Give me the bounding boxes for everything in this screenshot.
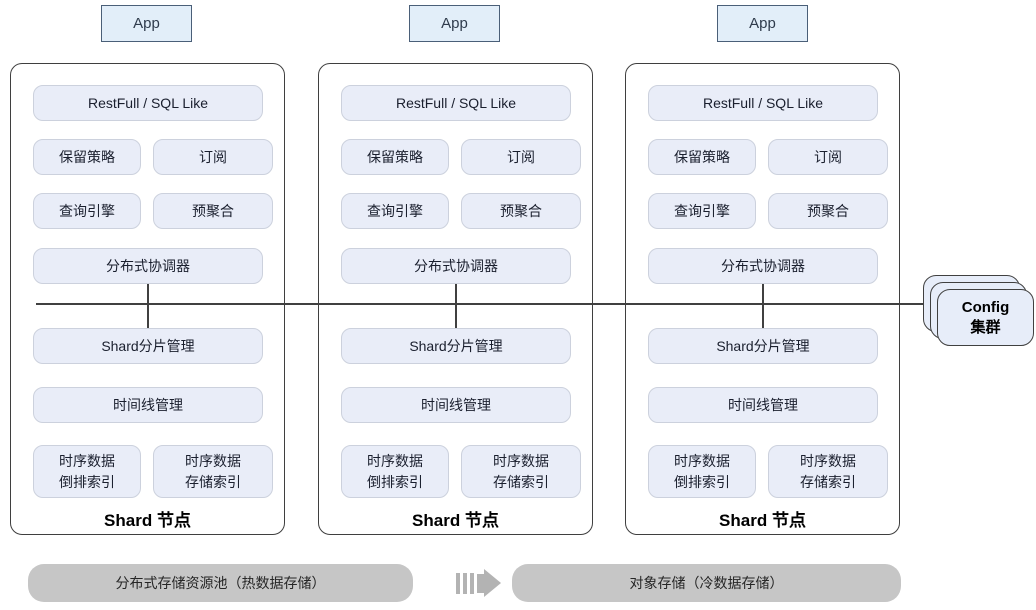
hot-storage-pool-label: 分布式存储资源池（热数据存储） bbox=[115, 575, 326, 591]
module-pre-aggregation: 预聚合 bbox=[768, 193, 888, 229]
module-line: 倒排索引 bbox=[674, 473, 730, 490]
module-line: 倒排索引 bbox=[59, 473, 115, 490]
hot-storage-pool-bar: 分布式存储资源池（热数据存储） bbox=[28, 564, 413, 602]
arrow-stripe bbox=[463, 572, 467, 594]
module-inverted-index: 时序数据 倒排索引 bbox=[648, 445, 756, 498]
module-storage-index: 时序数据 存储索引 bbox=[768, 445, 888, 498]
config-cluster-label-line2: 集群 bbox=[970, 318, 1001, 336]
module-retention-policy: 保留策略 bbox=[33, 139, 141, 175]
app-label: App bbox=[133, 15, 160, 32]
module-line: 存储索引 bbox=[800, 473, 856, 490]
module-shard-management: Shard分片管理 bbox=[341, 328, 571, 364]
module-subscription: 订阅 bbox=[461, 139, 581, 175]
module-line: 时序数据 bbox=[59, 453, 115, 470]
module-shard-management: Shard分片管理 bbox=[648, 328, 878, 364]
arrow-head bbox=[484, 569, 501, 597]
coordinator-connector-line bbox=[761, 284, 764, 328]
coordinator-connector-line bbox=[146, 284, 149, 328]
module-subscription: 订阅 bbox=[768, 139, 888, 175]
module-line: 存储索引 bbox=[493, 473, 549, 490]
config-cluster-card: Config 集群 bbox=[937, 289, 1034, 346]
module-api: RestFull / SQL Like bbox=[648, 85, 878, 121]
arrow-stub bbox=[477, 573, 484, 593]
app-box: App bbox=[409, 5, 500, 42]
app-box: App bbox=[101, 5, 192, 42]
config-bus-line bbox=[36, 303, 928, 305]
module-pre-aggregation: 预聚合 bbox=[153, 193, 273, 229]
arrow-stripe bbox=[456, 572, 460, 594]
module-query-engine: 查询引擎 bbox=[33, 193, 141, 229]
module-distributed-coordinator: 分布式协调器 bbox=[648, 248, 878, 284]
module-line: 时序数据 bbox=[674, 453, 730, 470]
app-label: App bbox=[441, 15, 468, 32]
shard-node-label: Shard 节点 bbox=[719, 511, 806, 530]
module-retention-policy: 保留策略 bbox=[341, 139, 449, 175]
module-shard-management: Shard分片管理 bbox=[33, 328, 263, 364]
arrow-stripe bbox=[470, 572, 474, 594]
module-inverted-index: 时序数据 倒排索引 bbox=[33, 445, 141, 498]
module-pre-aggregation: 预聚合 bbox=[461, 193, 581, 229]
module-api: RestFull / SQL Like bbox=[33, 85, 263, 121]
module-line: 时序数据 bbox=[185, 453, 241, 470]
module-retention-policy: 保留策略 bbox=[648, 139, 756, 175]
module-subscription: 订阅 bbox=[153, 139, 273, 175]
shard-node-container: RestFull / SQL Like 保留策略 订阅 查询引擎 预聚合 分布式… bbox=[318, 63, 593, 535]
module-line: 时序数据 bbox=[493, 453, 549, 470]
config-cluster-label-line1: Config bbox=[961, 299, 1010, 316]
shard-node-container: RestFull / SQL Like 保留策略 订阅 查询引擎 预聚合 分布式… bbox=[10, 63, 285, 535]
module-query-engine: 查询引擎 bbox=[648, 193, 756, 229]
module-line: 存储索引 bbox=[185, 473, 241, 490]
app-label: App bbox=[749, 15, 776, 32]
module-timeline-management: 时间线管理 bbox=[341, 387, 571, 423]
module-storage-index: 时序数据 存储索引 bbox=[461, 445, 581, 498]
module-inverted-index: 时序数据 倒排索引 bbox=[341, 445, 449, 498]
module-line: 时序数据 bbox=[367, 453, 423, 470]
shard-node-label: Shard 节点 bbox=[412, 511, 499, 530]
cold-storage-label: 对象存储（冷数据存储） bbox=[629, 575, 784, 591]
shard-node-label: Shard 节点 bbox=[104, 511, 191, 530]
module-api: RestFull / SQL Like bbox=[341, 85, 571, 121]
module-timeline-management: 时间线管理 bbox=[648, 387, 878, 423]
flow-arrow-icon bbox=[456, 569, 501, 597]
module-line: 倒排索引 bbox=[367, 473, 423, 490]
module-storage-index: 时序数据 存储索引 bbox=[153, 445, 273, 498]
module-distributed-coordinator: 分布式协调器 bbox=[341, 248, 571, 284]
shard-node-container: RestFull / SQL Like 保留策略 订阅 查询引擎 预聚合 分布式… bbox=[625, 63, 900, 535]
cold-storage-bar: 对象存储（冷数据存储） bbox=[512, 564, 901, 602]
module-distributed-coordinator: 分布式协调器 bbox=[33, 248, 263, 284]
module-query-engine: 查询引擎 bbox=[341, 193, 449, 229]
coordinator-connector-line bbox=[454, 284, 457, 328]
module-line: 时序数据 bbox=[800, 453, 856, 470]
module-timeline-management: 时间线管理 bbox=[33, 387, 263, 423]
app-box: App bbox=[717, 5, 808, 42]
